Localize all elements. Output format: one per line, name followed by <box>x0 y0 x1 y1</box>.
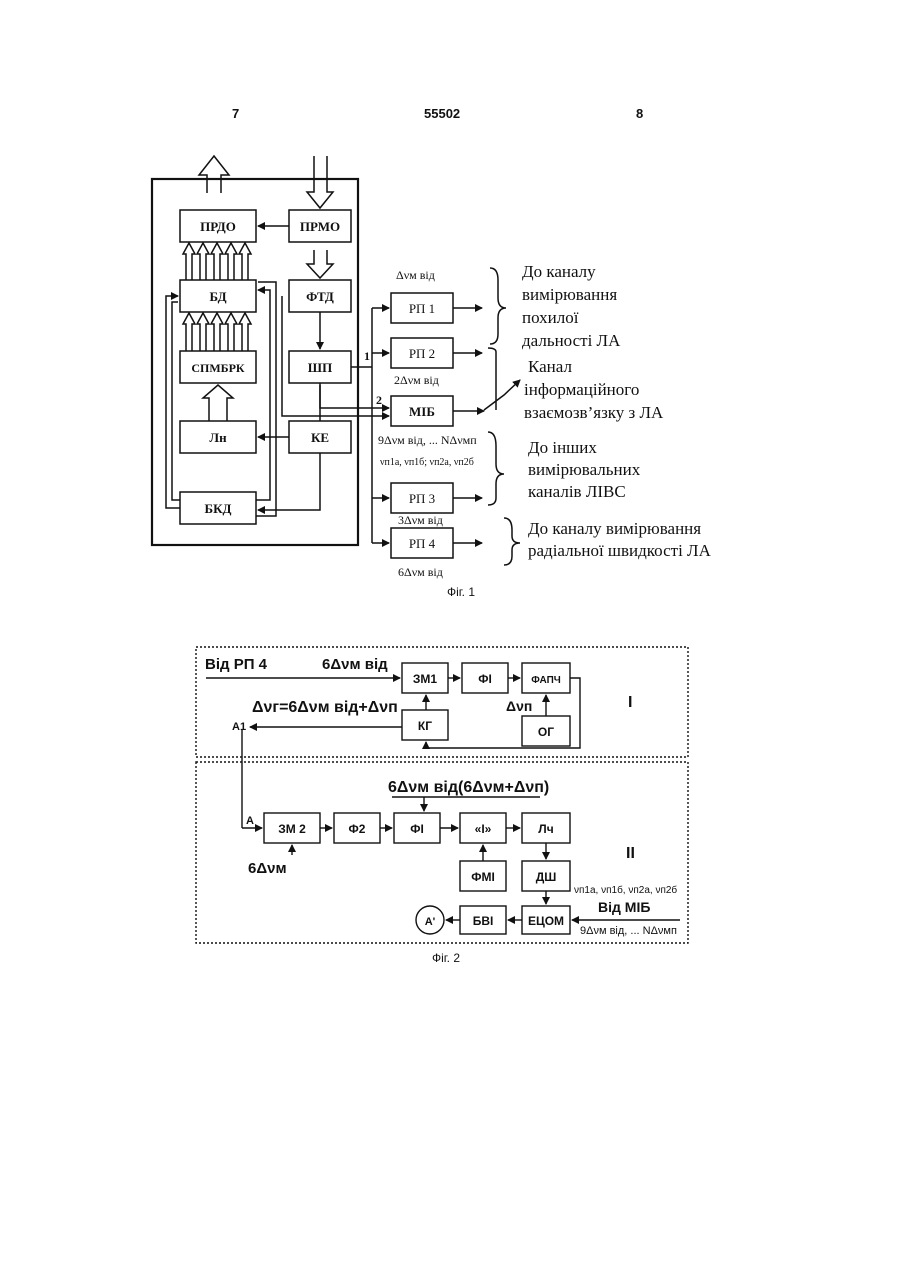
label-prdo: ПРДО <box>200 219 236 234</box>
output-label: А' <box>425 916 436 928</box>
ln-spmbrk-arrow <box>203 385 233 421</box>
port-2: 2 <box>376 393 382 407</box>
label-kg: КГ <box>418 719 432 733</box>
label-fi2: ФІ <box>410 822 424 836</box>
label-ln: Лн <box>209 430 227 445</box>
from-mib: Від МІБ <box>598 899 650 915</box>
label-fi1: ФІ <box>478 672 492 686</box>
from-rp4: Від РП 4 <box>205 656 268 673</box>
section-I-label: I <box>628 694 632 711</box>
port-1: 1 <box>364 349 370 363</box>
a-label: А <box>246 815 254 827</box>
label-bvi: БВІ <box>473 914 494 928</box>
label-rp2: РП 2 <box>409 346 435 361</box>
fig1-caption: Фіг. 1 <box>447 585 475 599</box>
target1-line3: похилої <box>522 308 579 327</box>
label-rp3: РП 3 <box>409 491 435 506</box>
fig1-targets: До каналу вимірювання похилої дальності … <box>522 262 712 560</box>
label-bd: БД <box>209 289 226 304</box>
section-II-label: II <box>626 845 635 862</box>
prmo-ftd-hollow-arrow <box>307 250 333 278</box>
target3-line3: каналів ЛІВС <box>528 482 626 501</box>
label-rp1: РП 1 <box>409 301 435 316</box>
label-zm2: ЗМ 2 <box>278 822 306 836</box>
label-tsom: ЕЦОМ <box>528 914 564 928</box>
dvr-label: Δνг=6Δνм від+Δνп <box>252 699 398 716</box>
target4-line1: До каналу вимірювання <box>528 519 701 538</box>
bus-bd-prdo <box>183 243 251 280</box>
mib-range: 9Δνм від, ... NΔνмп <box>580 925 677 937</box>
label-mib: МІБ <box>409 404 435 419</box>
brace-t2 <box>488 348 496 410</box>
brace-t1 <box>490 268 506 344</box>
six-dvm-label: 6Δνм <box>248 860 287 877</box>
label-f2: Ф2 <box>349 822 366 836</box>
mib-freq: 9Δνм від, ... NΔνмп <box>378 433 477 447</box>
label-shp: ШП <box>308 360 332 375</box>
dvp-label: Δνп <box>506 698 532 714</box>
rp1-freq: Δνм від <box>396 268 435 282</box>
bus-spmbrk-bd <box>183 313 251 351</box>
rp4-freq: 6Δνм від <box>398 565 443 579</box>
target2-line1: Канал <box>528 357 572 376</box>
six-dv-label: 6Δνм від <box>322 656 388 673</box>
input-big-arrow <box>307 156 333 208</box>
rp2-freq: 2Δνм від <box>394 373 439 387</box>
label-prmo: ПРМО <box>300 219 340 234</box>
label-og: ОГ <box>538 725 554 739</box>
brace-t4 <box>504 518 520 565</box>
target1-line1: До каналу <box>522 262 596 281</box>
target4-line2: радіальної швидкості ЛА <box>528 541 712 560</box>
target2-line2: інформаційного <box>524 380 639 399</box>
rp3-freq: 3Δνм від <box>398 513 443 527</box>
brace-t3 <box>488 432 504 505</box>
target3-line2: вимірювальних <box>528 460 641 479</box>
mix-label: 6Δνм від(6Δνм+Δνп) <box>388 779 549 796</box>
label-zm1: ЗМ1 <box>413 672 438 686</box>
label-dsh: ДШ <box>536 870 557 884</box>
label-spmbrk: СПМБРК <box>191 361 245 375</box>
label-ftd: ФТД <box>306 289 334 304</box>
a1-label: А1 <box>232 721 246 733</box>
target1-line2: вимірювання <box>522 285 617 304</box>
label-rp4: РП 4 <box>409 536 436 551</box>
output-big-arrow <box>199 156 229 193</box>
label-fmi: ФМІ <box>471 870 495 884</box>
nu-values-2: νп1а, νп1б, νп2а, νп2б <box>574 884 677 896</box>
target2-line3: взаємозв’язку з ЛА <box>524 403 664 422</box>
label-ke: КЕ <box>311 430 329 445</box>
label-fapch: ФАПЧ <box>531 675 561 686</box>
fig2-caption: Фіг. 2 <box>432 951 460 965</box>
nu-values: νп1а, νп1б; νп2а, νп2б <box>380 457 474 468</box>
label-bkd: БКД <box>205 501 232 516</box>
label-lch: Лч <box>538 822 553 836</box>
label-i: «І» <box>475 822 492 836</box>
target3-line1: До інших <box>528 438 597 457</box>
target1-line4: дальності ЛА <box>522 331 621 350</box>
